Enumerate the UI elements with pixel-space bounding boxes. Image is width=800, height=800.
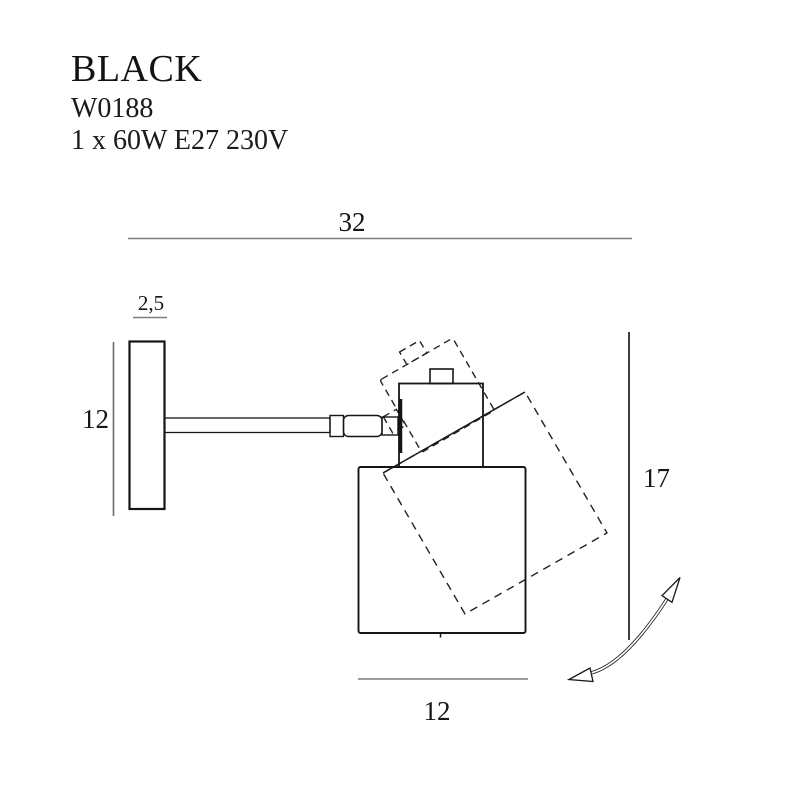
dimension-total-width-label: 32 — [339, 207, 366, 237]
rotation-arrow-head-bottom — [566, 667, 594, 683]
rotated-shade-top-edge — [382, 391, 526, 474]
lamp-shade — [357, 466, 527, 634]
dimension-total-width: 32 — [128, 207, 632, 240]
arm-connector — [329, 414, 345, 438]
wall-plate — [128, 340, 166, 511]
dimension-shade-width: 12 — [358, 678, 528, 726]
rotated-knob-outline — [398, 339, 428, 366]
rotation-arrow-icon — [566, 577, 681, 683]
dimension-total-height-label: 17 — [643, 463, 670, 493]
arm-barrel — [342, 414, 383, 438]
dimension-shade-width-label: 12 — [424, 696, 451, 726]
fixture-solid — [128, 340, 527, 638]
product-name: BLACK — [71, 48, 203, 90]
swivel-joint — [381, 416, 399, 436]
rotated-shade-polygon — [382, 391, 608, 615]
dimension-plate-thickness-label: 2,5 — [138, 291, 164, 315]
lamp-body — [398, 382, 484, 468]
rotation-arrow-arc-inner — [590, 598, 668, 674]
dimension-plate-thickness: 2,5 — [133, 291, 167, 319]
dimension-plate-height: 12 — [82, 342, 115, 516]
lamp-knob — [429, 368, 454, 385]
rotation-arrow-head-top — [660, 577, 681, 604]
rotated-shade-outline — [382, 391, 608, 615]
arm-tube — [163, 417, 331, 434]
dimension-plate-height-label: 12 — [82, 404, 109, 434]
title-block: BLACK W0188 1 x 60W E27 230V — [71, 50, 288, 155]
rotated-head-outline — [380, 338, 495, 453]
product-spec: 1 x 60W E27 230V — [71, 125, 289, 156]
dimension-total-height: 17 — [628, 332, 670, 640]
product-code: W0188 — [71, 93, 154, 124]
